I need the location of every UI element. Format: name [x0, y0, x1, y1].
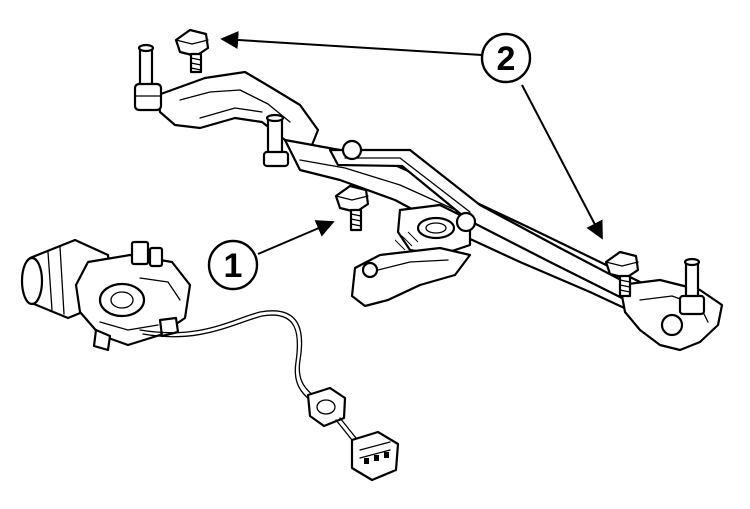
- bolt-top-left: [174, 28, 210, 74]
- wiper-linkage-frame: [156, 70, 724, 352]
- callout-1-label: 1: [224, 247, 243, 285]
- harness-connector: [350, 430, 400, 482]
- callout-1-circle: [207, 239, 259, 291]
- center-pivot-shaft: [262, 113, 290, 168]
- right-pivot-shaft: [678, 257, 706, 316]
- callout-2: 2: [220, 31, 603, 240]
- callout-1: 1: [207, 220, 335, 291]
- bolt-right: [604, 250, 640, 298]
- wiring-harness: [139, 310, 319, 405]
- bolt-center: [334, 184, 370, 232]
- left-pivot-shaft: [133, 43, 163, 112]
- wiper-motor: [20, 238, 192, 352]
- callout-2-circle: [480, 32, 532, 84]
- harness-grommet: [306, 386, 357, 441]
- callout-2-label: 2: [497, 40, 516, 78]
